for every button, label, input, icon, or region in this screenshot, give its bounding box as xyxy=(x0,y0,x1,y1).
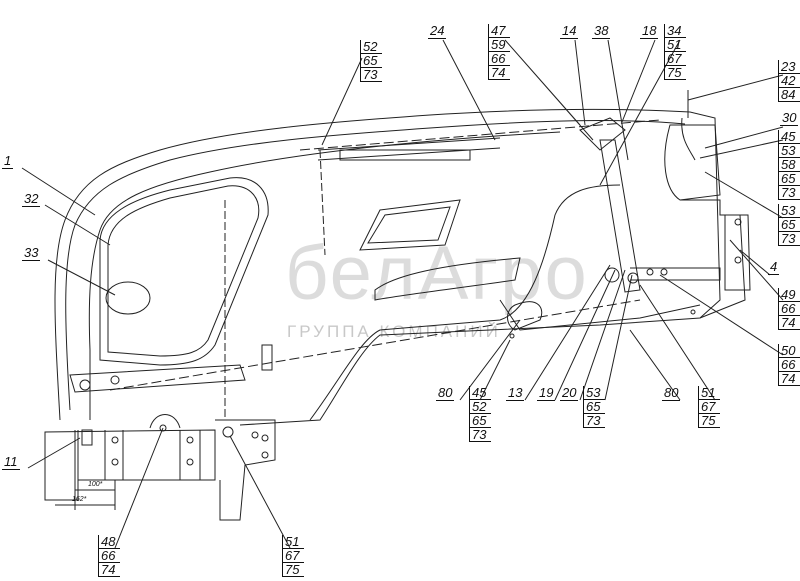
callout-number: 67 xyxy=(283,549,304,563)
callout-number: 51 xyxy=(283,535,304,549)
callout-19: 19 xyxy=(537,385,556,401)
callout-number: 73 xyxy=(779,186,800,200)
callout-number: 73 xyxy=(584,414,605,428)
callout-number: 49 xyxy=(779,288,800,302)
callout-number: 48 xyxy=(99,535,120,549)
callout-number: 65 xyxy=(584,400,605,414)
callout-number: 52 xyxy=(361,40,382,54)
callout-number: 52 xyxy=(470,400,491,414)
callout-number: 23 xyxy=(779,60,800,74)
callout-number: 73 xyxy=(470,428,491,442)
callout-14: 14 xyxy=(560,23,579,39)
callout-number: 51 xyxy=(699,386,720,400)
callout-number: 75 xyxy=(283,563,304,577)
callout-number: 67 xyxy=(665,52,686,66)
callout-number: 74 xyxy=(779,316,800,330)
callout-number: 59 xyxy=(489,38,510,52)
callout-number: 66 xyxy=(489,52,510,66)
callout-number: 67 xyxy=(699,400,720,414)
callout-80-right: 80 xyxy=(662,385,681,401)
callout-number: 42 xyxy=(779,74,800,88)
callout-4: 4 xyxy=(768,259,780,275)
callout-number: 74 xyxy=(99,563,120,577)
callout-13: 13 xyxy=(506,385,525,401)
callout-38: 38 xyxy=(592,23,611,39)
callout-number: 51 xyxy=(665,38,686,52)
callout-20: 20 xyxy=(560,385,579,401)
callout-number: 74 xyxy=(779,372,800,386)
callout-number: 73 xyxy=(779,232,800,246)
callout-18: 18 xyxy=(640,23,659,39)
callout-number: 58 xyxy=(779,158,800,172)
callout-number: 65 xyxy=(361,54,382,68)
callout-number: 66 xyxy=(99,549,120,563)
callout-number: 45 xyxy=(779,130,800,144)
callout-1: 1 xyxy=(2,153,14,169)
callout-number: 73 xyxy=(361,68,382,82)
callout-24: 24 xyxy=(428,23,447,39)
callout-number: 50 xyxy=(779,344,800,358)
callout-number: 53 xyxy=(779,204,800,218)
callout-number: 66 xyxy=(779,358,800,372)
callout-33: 33 xyxy=(22,245,41,261)
callout-number: 65 xyxy=(779,218,800,232)
callout-number: 53 xyxy=(584,386,605,400)
callout-number: 65 xyxy=(779,172,800,186)
callout-number: 75 xyxy=(699,414,720,428)
callout-number: 84 xyxy=(779,88,800,102)
callout-number: 53 xyxy=(779,144,800,158)
dimension-162: 162* xyxy=(72,496,87,503)
callout-80-left: 80 xyxy=(436,385,455,401)
watermark-tagline: ГРУППА КОМПАНИЙ xyxy=(287,322,501,341)
callout-32: 32 xyxy=(22,191,41,207)
callout-number: 45 xyxy=(470,386,491,400)
callout-number: 47 xyxy=(489,24,510,38)
callout-number: 75 xyxy=(665,66,686,80)
callout-number: 65 xyxy=(470,414,491,428)
callout-number: 34 xyxy=(665,24,686,38)
callout-number: 66 xyxy=(779,302,800,316)
dimension-100: 100* xyxy=(88,481,103,488)
callout-11: 11 xyxy=(2,454,20,470)
callout-number: 74 xyxy=(489,66,510,80)
callout-30: 30 xyxy=(780,110,799,126)
